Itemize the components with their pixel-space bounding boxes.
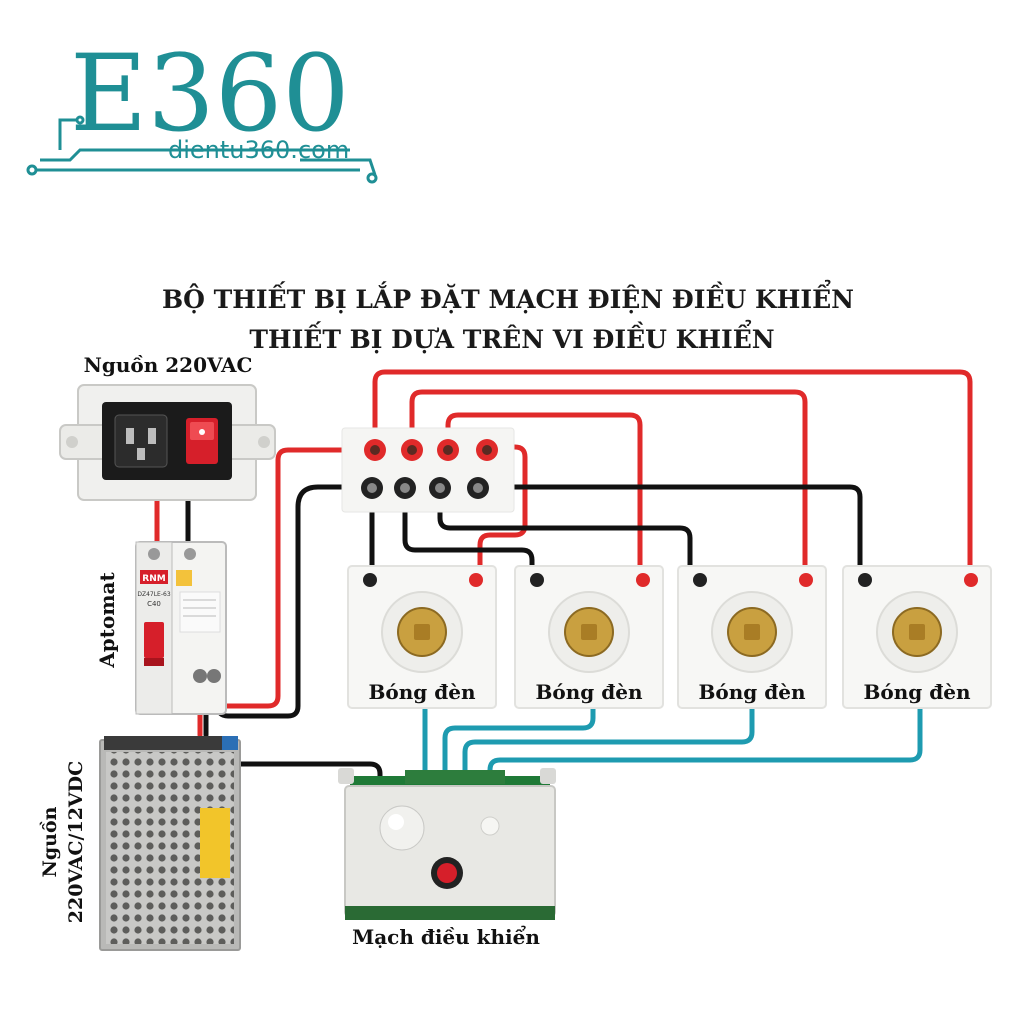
wire-signal-lamp2 [442, 705, 596, 783]
label-source-ac: Nguồn 220VAC [84, 353, 253, 377]
controller-board: Mạch điều khiển [338, 768, 556, 949]
label-psu-line1: Nguồn [39, 806, 61, 877]
lamp-socket-2: Bóng đèn [514, 565, 664, 709]
lamp-label: Bóng đèn [369, 680, 476, 704]
label-psu-line2: 220VAC/12VDC [65, 761, 87, 924]
lamp-black-terminal[interactable] [858, 573, 872, 587]
terminal-panel [341, 427, 515, 513]
wire-black-lamp4 [475, 484, 863, 581]
wire-red-lamp1 [477, 444, 528, 581]
breaker-lever[interactable] [144, 622, 164, 658]
logo-subtitle: dientu360.com [168, 136, 349, 164]
wire-signal-lamp4 [487, 702, 923, 783]
lamp-label: Bóng đèn [699, 680, 806, 704]
breaker-aptomat: Aptomat RNM DZ47LE-63 C40 [95, 541, 227, 715]
lamp-socket-1: Bóng đèn [347, 565, 497, 709]
label-breaker: Aptomat [95, 572, 119, 669]
lamp-black-terminal[interactable] [693, 573, 707, 587]
lamp-black-terminal[interactable] [530, 573, 544, 587]
logo-mark: E360 [70, 32, 350, 155]
lamp-row: Bóng đèn Bóng đèn Bóng đèn Bóng đèn [347, 565, 992, 709]
wire-red-lamp2 [445, 412, 643, 581]
psu-terminal-block [104, 736, 238, 750]
breaker-model: DZ47LE-63 [137, 591, 170, 598]
lamp-socket-4: Bóng đèn [842, 565, 992, 709]
wire-red-lamp4 [372, 369, 973, 581]
logo-circuit-traces [26, 115, 378, 184]
label-controller: Mạch điều khiển [352, 924, 540, 949]
brand-logo: E360 dientu360.com [26, 32, 378, 184]
wire-signal-lamp3 [462, 705, 755, 783]
power-supply-12vdc: Nguồn 220VAC/12VDC [39, 736, 241, 951]
lamp-label: Bóng đèn [864, 680, 971, 704]
sensor-dome-icon [379, 805, 425, 851]
lamp-red-terminal[interactable] [636, 573, 650, 587]
wire-black-lamp3 [437, 484, 693, 581]
lamp-red-terminal[interactable] [964, 573, 978, 587]
lamp-black-terminal[interactable] [363, 573, 377, 587]
lamp-red-terminal[interactable] [469, 573, 483, 587]
black-terminals [361, 477, 489, 499]
title-line-2: THIẾT BỊ DỰA TRÊN VI ĐIỀU KHIỂN [249, 321, 774, 354]
lamp-label: Bóng đèn [536, 680, 643, 704]
breaker-rating: C40 [147, 600, 161, 608]
breaker-brand: RNM [142, 574, 165, 584]
red-terminals [364, 439, 498, 461]
test-button[interactable] [176, 570, 192, 586]
title-line-1: BỘ THIẾT BỊ LẮP ĐẶT MẠCH ĐIỆN ĐIỀU KHIỂN [162, 281, 854, 314]
lamp-socket-3: Bóng đèn [677, 565, 827, 709]
lamp-red-terminal[interactable] [799, 573, 813, 587]
psu-label-sticker [200, 808, 230, 878]
ac-source-socket: Nguồn 220VAC [59, 353, 276, 501]
wire-red-lamp3 [409, 389, 808, 581]
wire-black-lamp2 [402, 484, 535, 581]
